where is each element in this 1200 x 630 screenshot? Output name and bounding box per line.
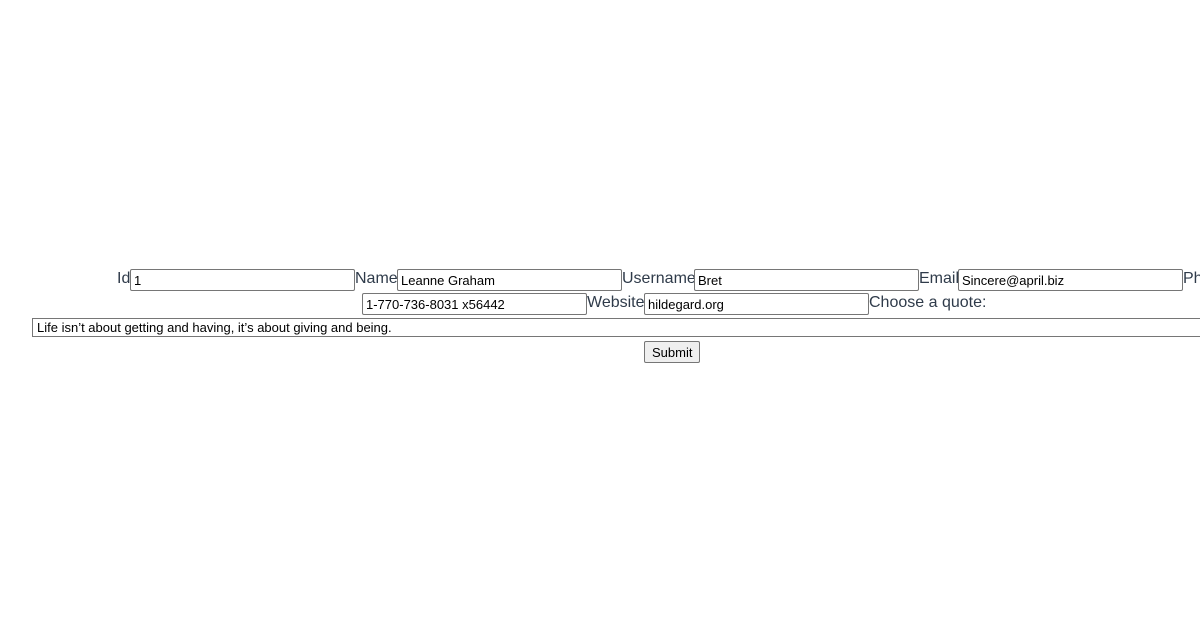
email-field[interactable] [958,269,1183,291]
submit-button[interactable]: Submit [644,341,701,363]
username-field[interactable] [694,269,919,291]
name-label: Name [355,270,398,287]
quote-select[interactable]: Life isn’t about getting and having, it’… [32,318,1200,337]
id-field[interactable] [130,269,355,291]
email-label: Email [919,270,960,287]
quote-select-value: Life isn’t about getting and having, it’… [37,320,392,335]
website-label: Website [587,294,645,311]
id-label: Id [117,270,131,287]
website-field[interactable] [644,293,869,315]
username-label: Username [622,270,696,287]
phone-field[interactable] [362,293,587,315]
quote-label: Choose a quote: [869,294,987,311]
phone-label: Ph [1183,270,1200,287]
name-field[interactable] [397,269,622,291]
